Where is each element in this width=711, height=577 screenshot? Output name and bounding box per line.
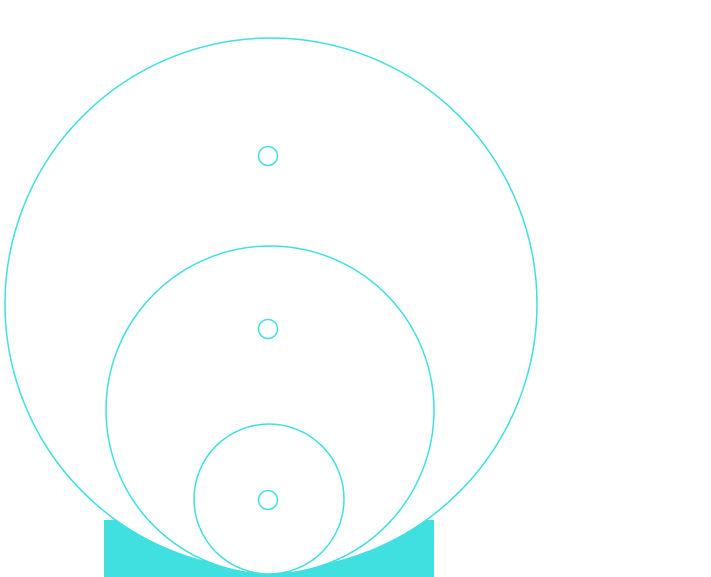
inner-circle: [193, 423, 345, 575]
bottom-dot-marker: [257, 489, 279, 511]
middle-dot-marker: [257, 318, 279, 340]
top-dot-marker: [257, 145, 279, 167]
